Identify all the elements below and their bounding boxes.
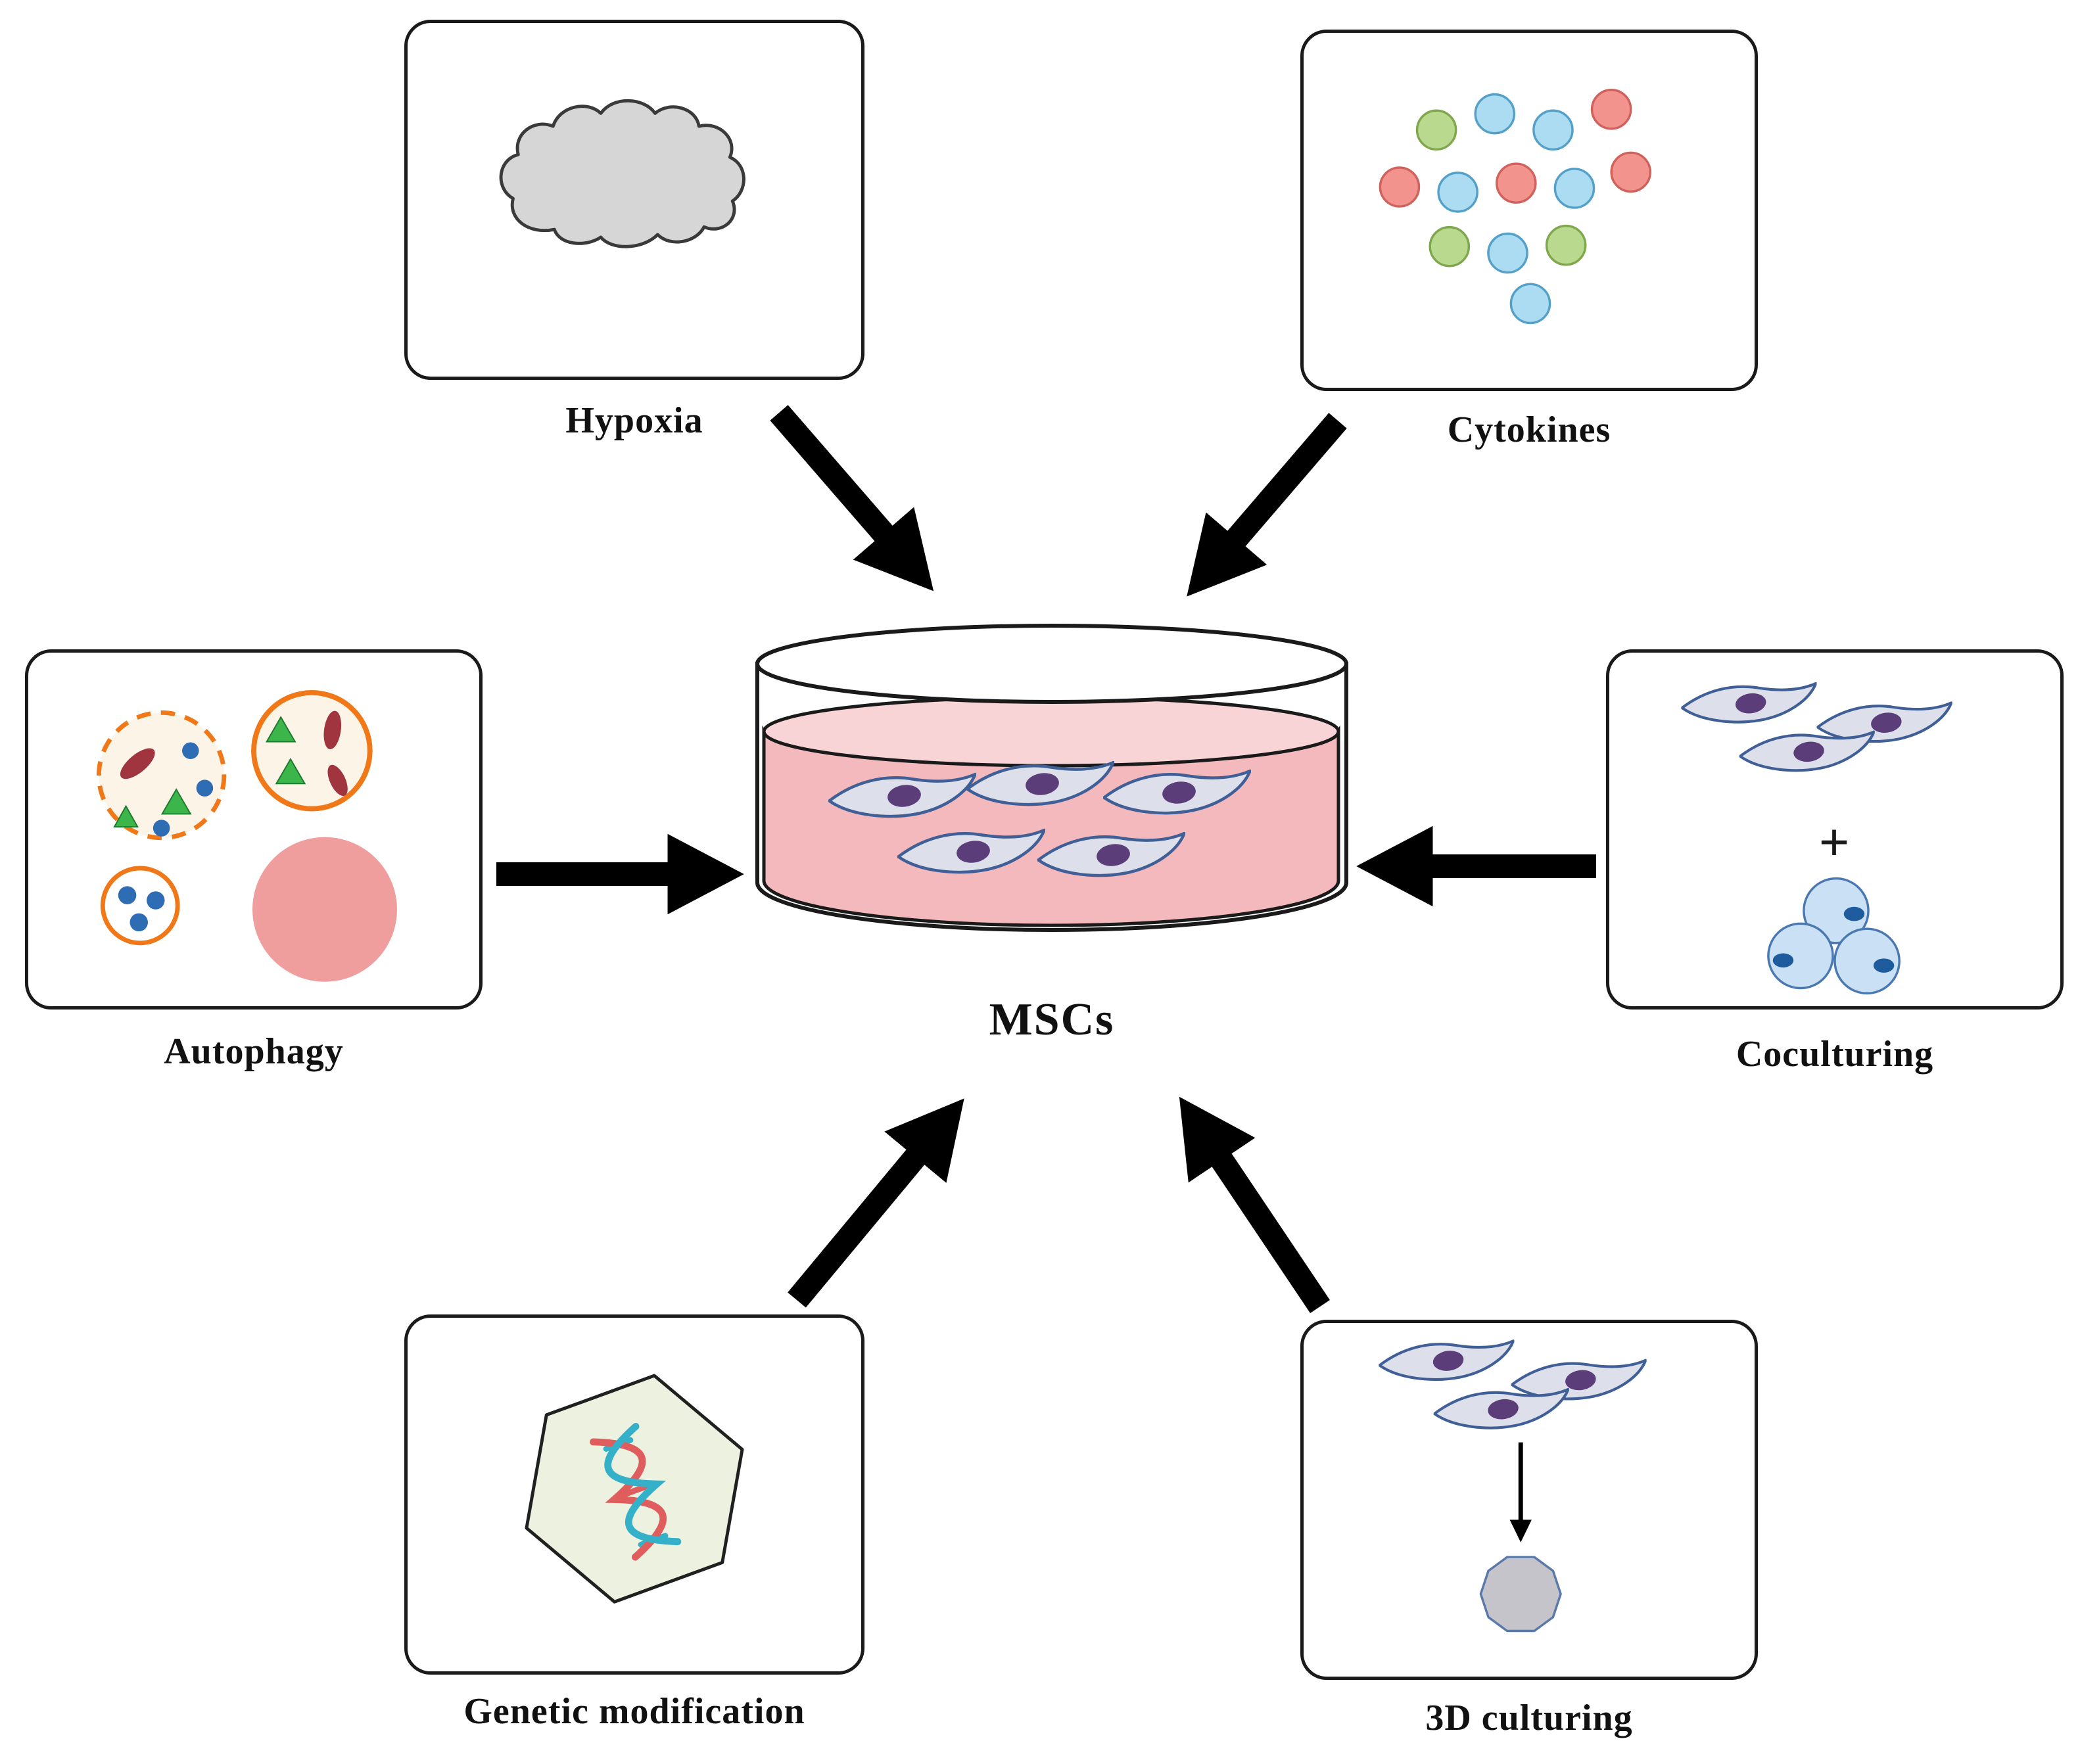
dish-rim: [755, 624, 1348, 704]
cytokines-label: Cytokines: [1447, 409, 1611, 450]
genetic-modification-box: [404, 1314, 864, 1675]
autophagy-label: Autophagy: [164, 1031, 344, 1072]
endosome-small: [100, 866, 180, 946]
cloud-icon: [499, 99, 745, 248]
3d-culturing-label: 3D culturing: [1425, 1698, 1633, 1738]
coculturing-box: +: [1606, 649, 2064, 1010]
culture-dish-icon: [755, 624, 1348, 932]
spheroid: [1479, 1556, 1562, 1633]
cytokines-box: [1300, 30, 1758, 391]
media-surface: [762, 695, 1340, 768]
hypoxia-box: [404, 20, 864, 380]
dna-plasmid-icon: [525, 1374, 744, 1604]
hypoxia-label: Hypoxia: [565, 400, 703, 441]
cells-plus-cells-icon: +: [1609, 653, 2060, 995]
pink-cell: [252, 837, 397, 982]
down-arrow-icon: [1509, 1442, 1532, 1543]
autophagosome-dashed: [96, 710, 227, 841]
autophagosome-icon: [96, 689, 397, 982]
autophagosome-solid: [251, 689, 373, 812]
genetic-modification-label: Genetic modification: [463, 1691, 805, 1732]
cytokine-cells-icon: [1379, 88, 1651, 325]
3d-culturing-box: [1300, 1320, 1758, 1680]
msc-cells-group: [1380, 1341, 1646, 1427]
plus-sign: +: [1819, 812, 1850, 872]
culture-dish: [743, 615, 1361, 986]
mscs-label: MSCs: [989, 994, 1115, 1045]
autophagy-box: [25, 649, 483, 1010]
coculturing-label: Coculturing: [1736, 1034, 1934, 1075]
dna-helix: [590, 1422, 682, 1561]
arrow-genetic-to-mscs: [788, 1098, 964, 1308]
arrow-3d-to-mscs: [1179, 1096, 1330, 1314]
cells-to-spheroid-icon: [1304, 1323, 1755, 1633]
msc-cells-group: [1682, 684, 1952, 770]
round-cells-group: [1767, 877, 1901, 995]
